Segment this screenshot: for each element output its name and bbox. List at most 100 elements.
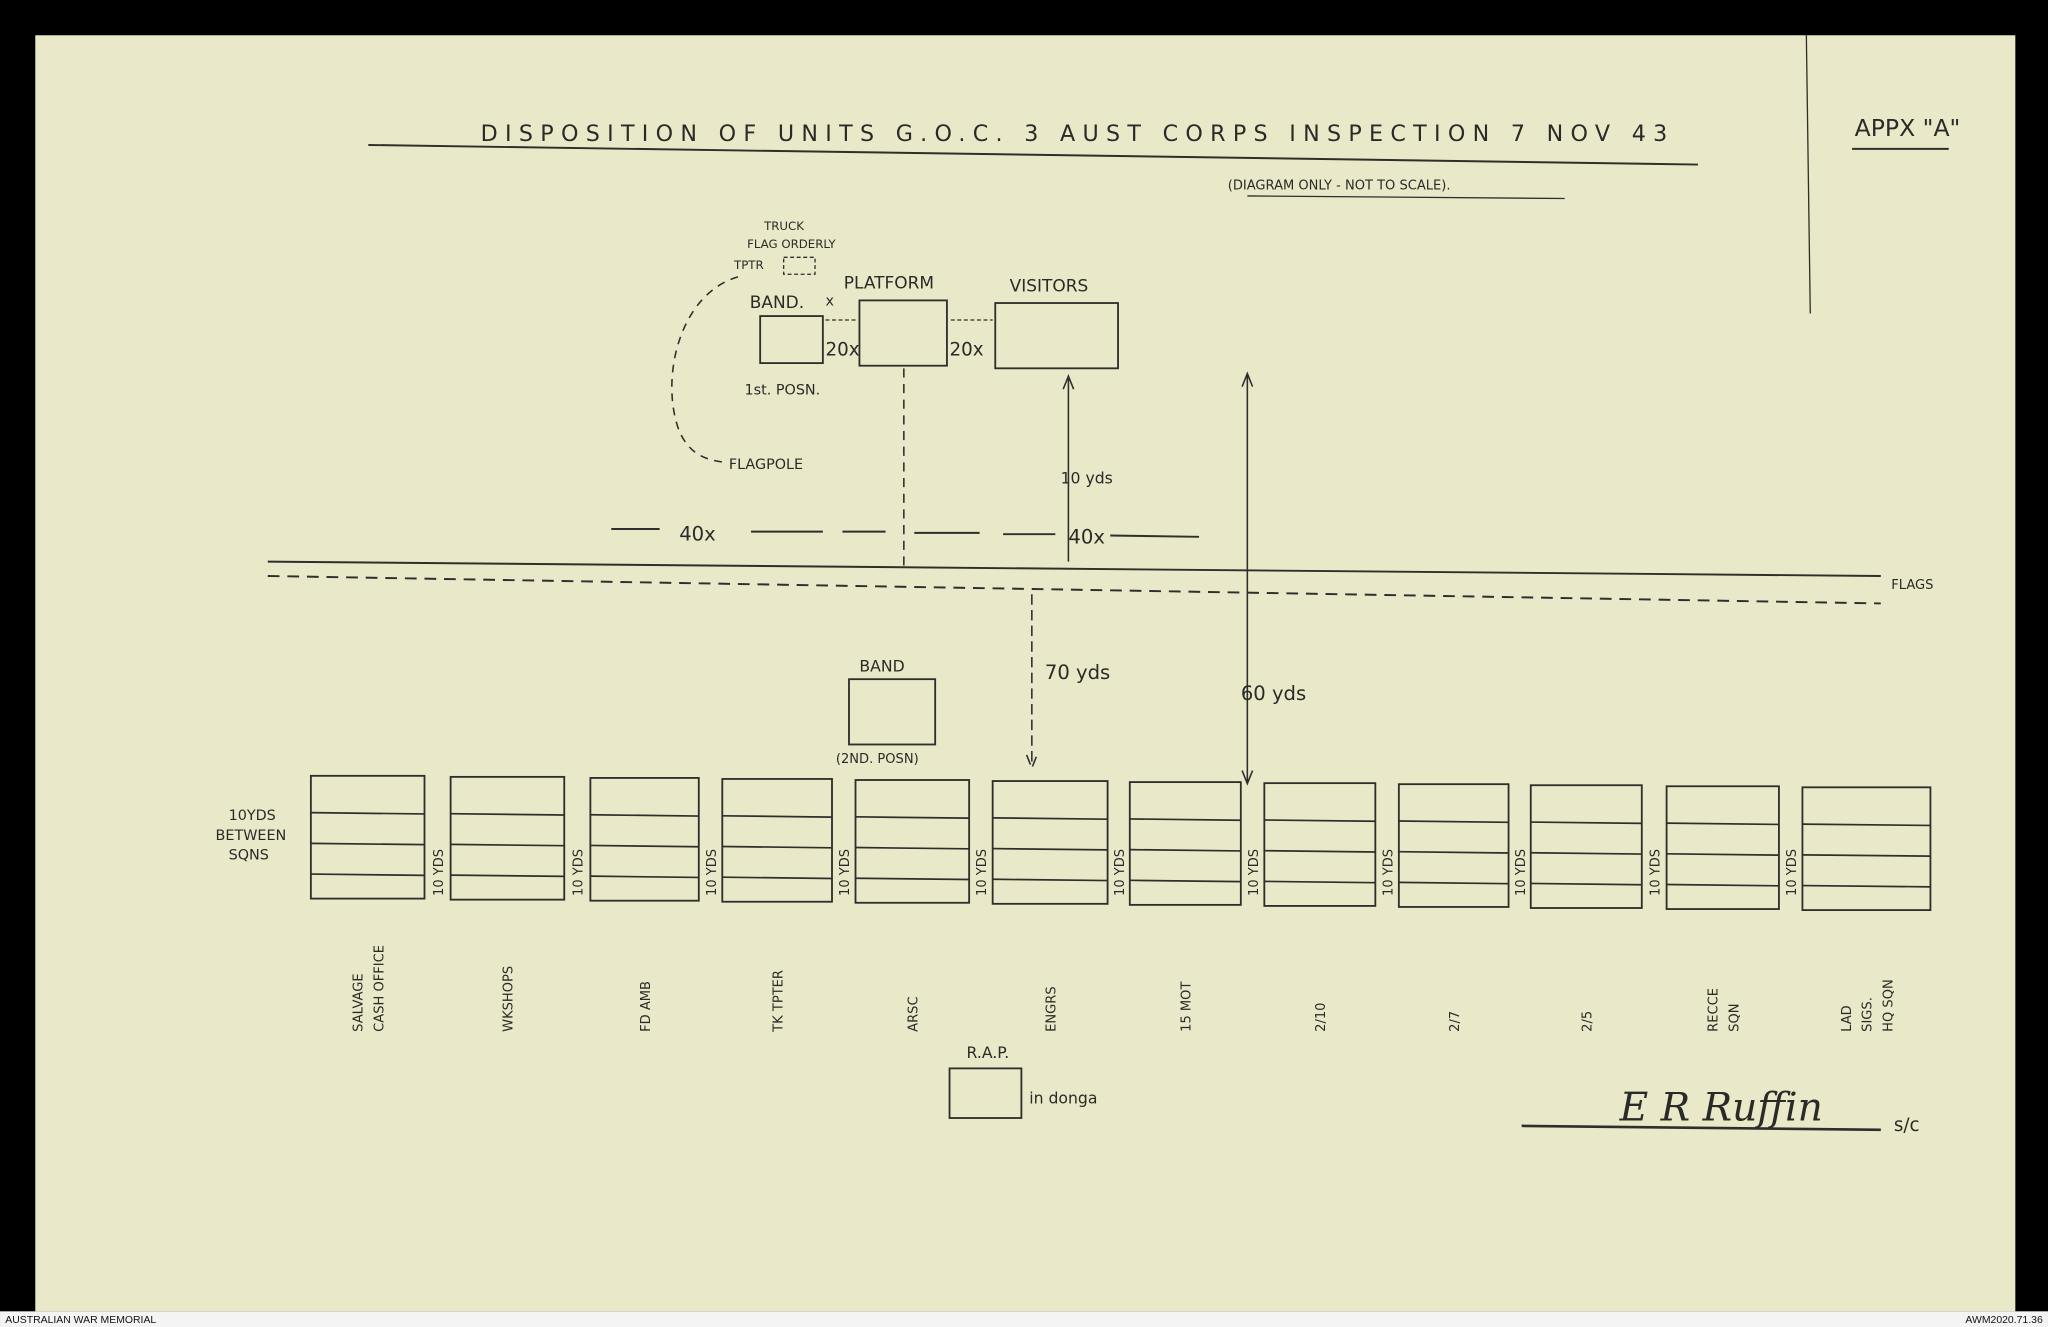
subtitle-underline — [1247, 195, 1565, 200]
signature-suffix: s/c — [1894, 1115, 1920, 1136]
footer-strip — [0, 1311, 2048, 1327]
band-label-first: BAND. — [750, 293, 804, 313]
rank-line — [1129, 818, 1241, 822]
rank-line — [855, 877, 970, 881]
rank-line — [722, 876, 833, 880]
rank-line — [1264, 880, 1376, 884]
appendix-label: APPX "A" — [1855, 114, 1961, 142]
gap-left-label: 20x — [825, 339, 859, 360]
rank-line — [590, 844, 699, 848]
unit-label: 2/5 — [1581, 1011, 1596, 1032]
flagpole-label: FLAGPOLE — [729, 457, 803, 473]
seventy-yds-label: 70 yds — [1045, 661, 1110, 684]
flag-line-dashed — [267, 575, 1881, 605]
squadron-box — [854, 779, 971, 904]
between-sqns-line2: BETWEEN — [216, 828, 287, 844]
rank-line — [450, 812, 565, 816]
rank-line — [1666, 852, 1779, 856]
rank-line — [992, 847, 1108, 851]
visitors-box — [994, 302, 1119, 370]
tptr-label: TPTR — [733, 258, 764, 272]
unit-label: CASH OFFICE — [372, 945, 387, 1032]
squadron-box — [309, 774, 426, 900]
flags-label: FLAGS — [1891, 578, 1933, 593]
squadron-box — [1665, 785, 1780, 910]
forty-pace-arrows — [611, 527, 1200, 538]
unit-label: 2/10 — [1314, 1003, 1329, 1032]
first-position-label: 1st. POSN. — [744, 382, 820, 398]
gap-label: 10 YDS — [705, 849, 720, 896]
band-label-second: BAND — [859, 656, 904, 675]
gap-label: 10 YDS — [838, 849, 853, 896]
unit-label: ENGRS — [1044, 986, 1059, 1031]
unit-label: HQ SQN — [1882, 979, 1897, 1032]
truck-label: TRUCK — [763, 219, 804, 233]
squadron-box — [589, 777, 700, 902]
second-position-label: (2ND. POSN) — [836, 752, 919, 767]
gap-label: 10 YDS — [1648, 849, 1663, 896]
squadron-box — [449, 775, 566, 901]
gap-right-label: 20x — [950, 339, 984, 360]
between-sqns-line1: 10YDS — [229, 808, 276, 824]
rap-box — [948, 1067, 1023, 1119]
forty-left-label: 40x — [679, 523, 716, 546]
rank-line — [992, 817, 1108, 821]
rank-line — [310, 811, 425, 815]
rank-line — [1530, 851, 1642, 855]
unit-label: 15 MOT — [1180, 982, 1195, 1032]
rank-line — [1129, 879, 1241, 883]
signature: E R Ruffin — [1619, 1086, 1823, 1131]
rank-line — [1802, 853, 1931, 857]
ten-yds-label: 10 yds — [1061, 468, 1113, 487]
x-mark: x — [825, 294, 834, 310]
squadron-box — [991, 780, 1109, 905]
squadron-box — [1801, 786, 1932, 912]
rank-line — [590, 813, 699, 817]
unit-label: ARSC — [907, 996, 922, 1031]
squadron-box — [1128, 781, 1242, 906]
band-box-first-position — [759, 315, 824, 365]
rank-line — [1398, 820, 1509, 824]
squadron-box — [1529, 784, 1643, 909]
margin-line — [1805, 35, 1811, 314]
in-donga-label: in donga — [1029, 1089, 1097, 1108]
unit-label: 2/7 — [1448, 1011, 1463, 1032]
rank-line — [310, 842, 425, 846]
reviewing-area: TRUCK FLAG ORDERLY TPTR BAND. x 1st. POS… — [611, 219, 1200, 570]
rank-line — [855, 815, 970, 819]
rank-line — [590, 875, 699, 879]
gap-label: 10 YDS — [572, 849, 587, 896]
rank-line — [1802, 884, 1931, 888]
squadron-box — [1263, 782, 1377, 907]
platform-label: PLATFORM — [844, 274, 934, 294]
rank-line — [992, 878, 1108, 882]
rank-line — [1530, 821, 1642, 825]
document-title: DISPOSITION OF UNITS G.O.C. 3 AUST CORPS… — [481, 121, 1670, 147]
footer-accession: AWM2020.71.36 — [1965, 1315, 2043, 1326]
platform-box — [858, 299, 948, 367]
signature-underline — [1521, 1124, 1881, 1132]
gap-label: 10 YDS — [1113, 849, 1128, 896]
rank-line — [1530, 882, 1642, 886]
sixty-yds-arrow — [1241, 371, 1254, 786]
truck-box — [783, 256, 816, 275]
rank-line — [1129, 848, 1241, 852]
rank-line — [855, 846, 970, 850]
rap-label: R.A.P. — [967, 1043, 1010, 1062]
rank-line — [722, 845, 833, 849]
rank-line — [1264, 819, 1376, 823]
squadron-box — [1397, 783, 1510, 908]
rank-line — [722, 814, 833, 818]
ten-yds-arrow — [1062, 374, 1075, 562]
squadron-box — [721, 778, 833, 903]
unit-label: RECCE — [1707, 988, 1722, 1032]
unit-label: TK TPTER — [771, 970, 786, 1033]
rank-line — [1802, 823, 1931, 827]
flag-orderly-label: FLAG ORDERLY — [747, 237, 836, 251]
unit-label: WKSHOPS — [502, 966, 517, 1032]
gap-label: 10 YDS — [975, 849, 990, 896]
rank-line — [1264, 849, 1376, 853]
gap-label: 10 YDS — [1247, 849, 1262, 896]
sixty-yds-label: 60 yds — [1241, 682, 1306, 705]
